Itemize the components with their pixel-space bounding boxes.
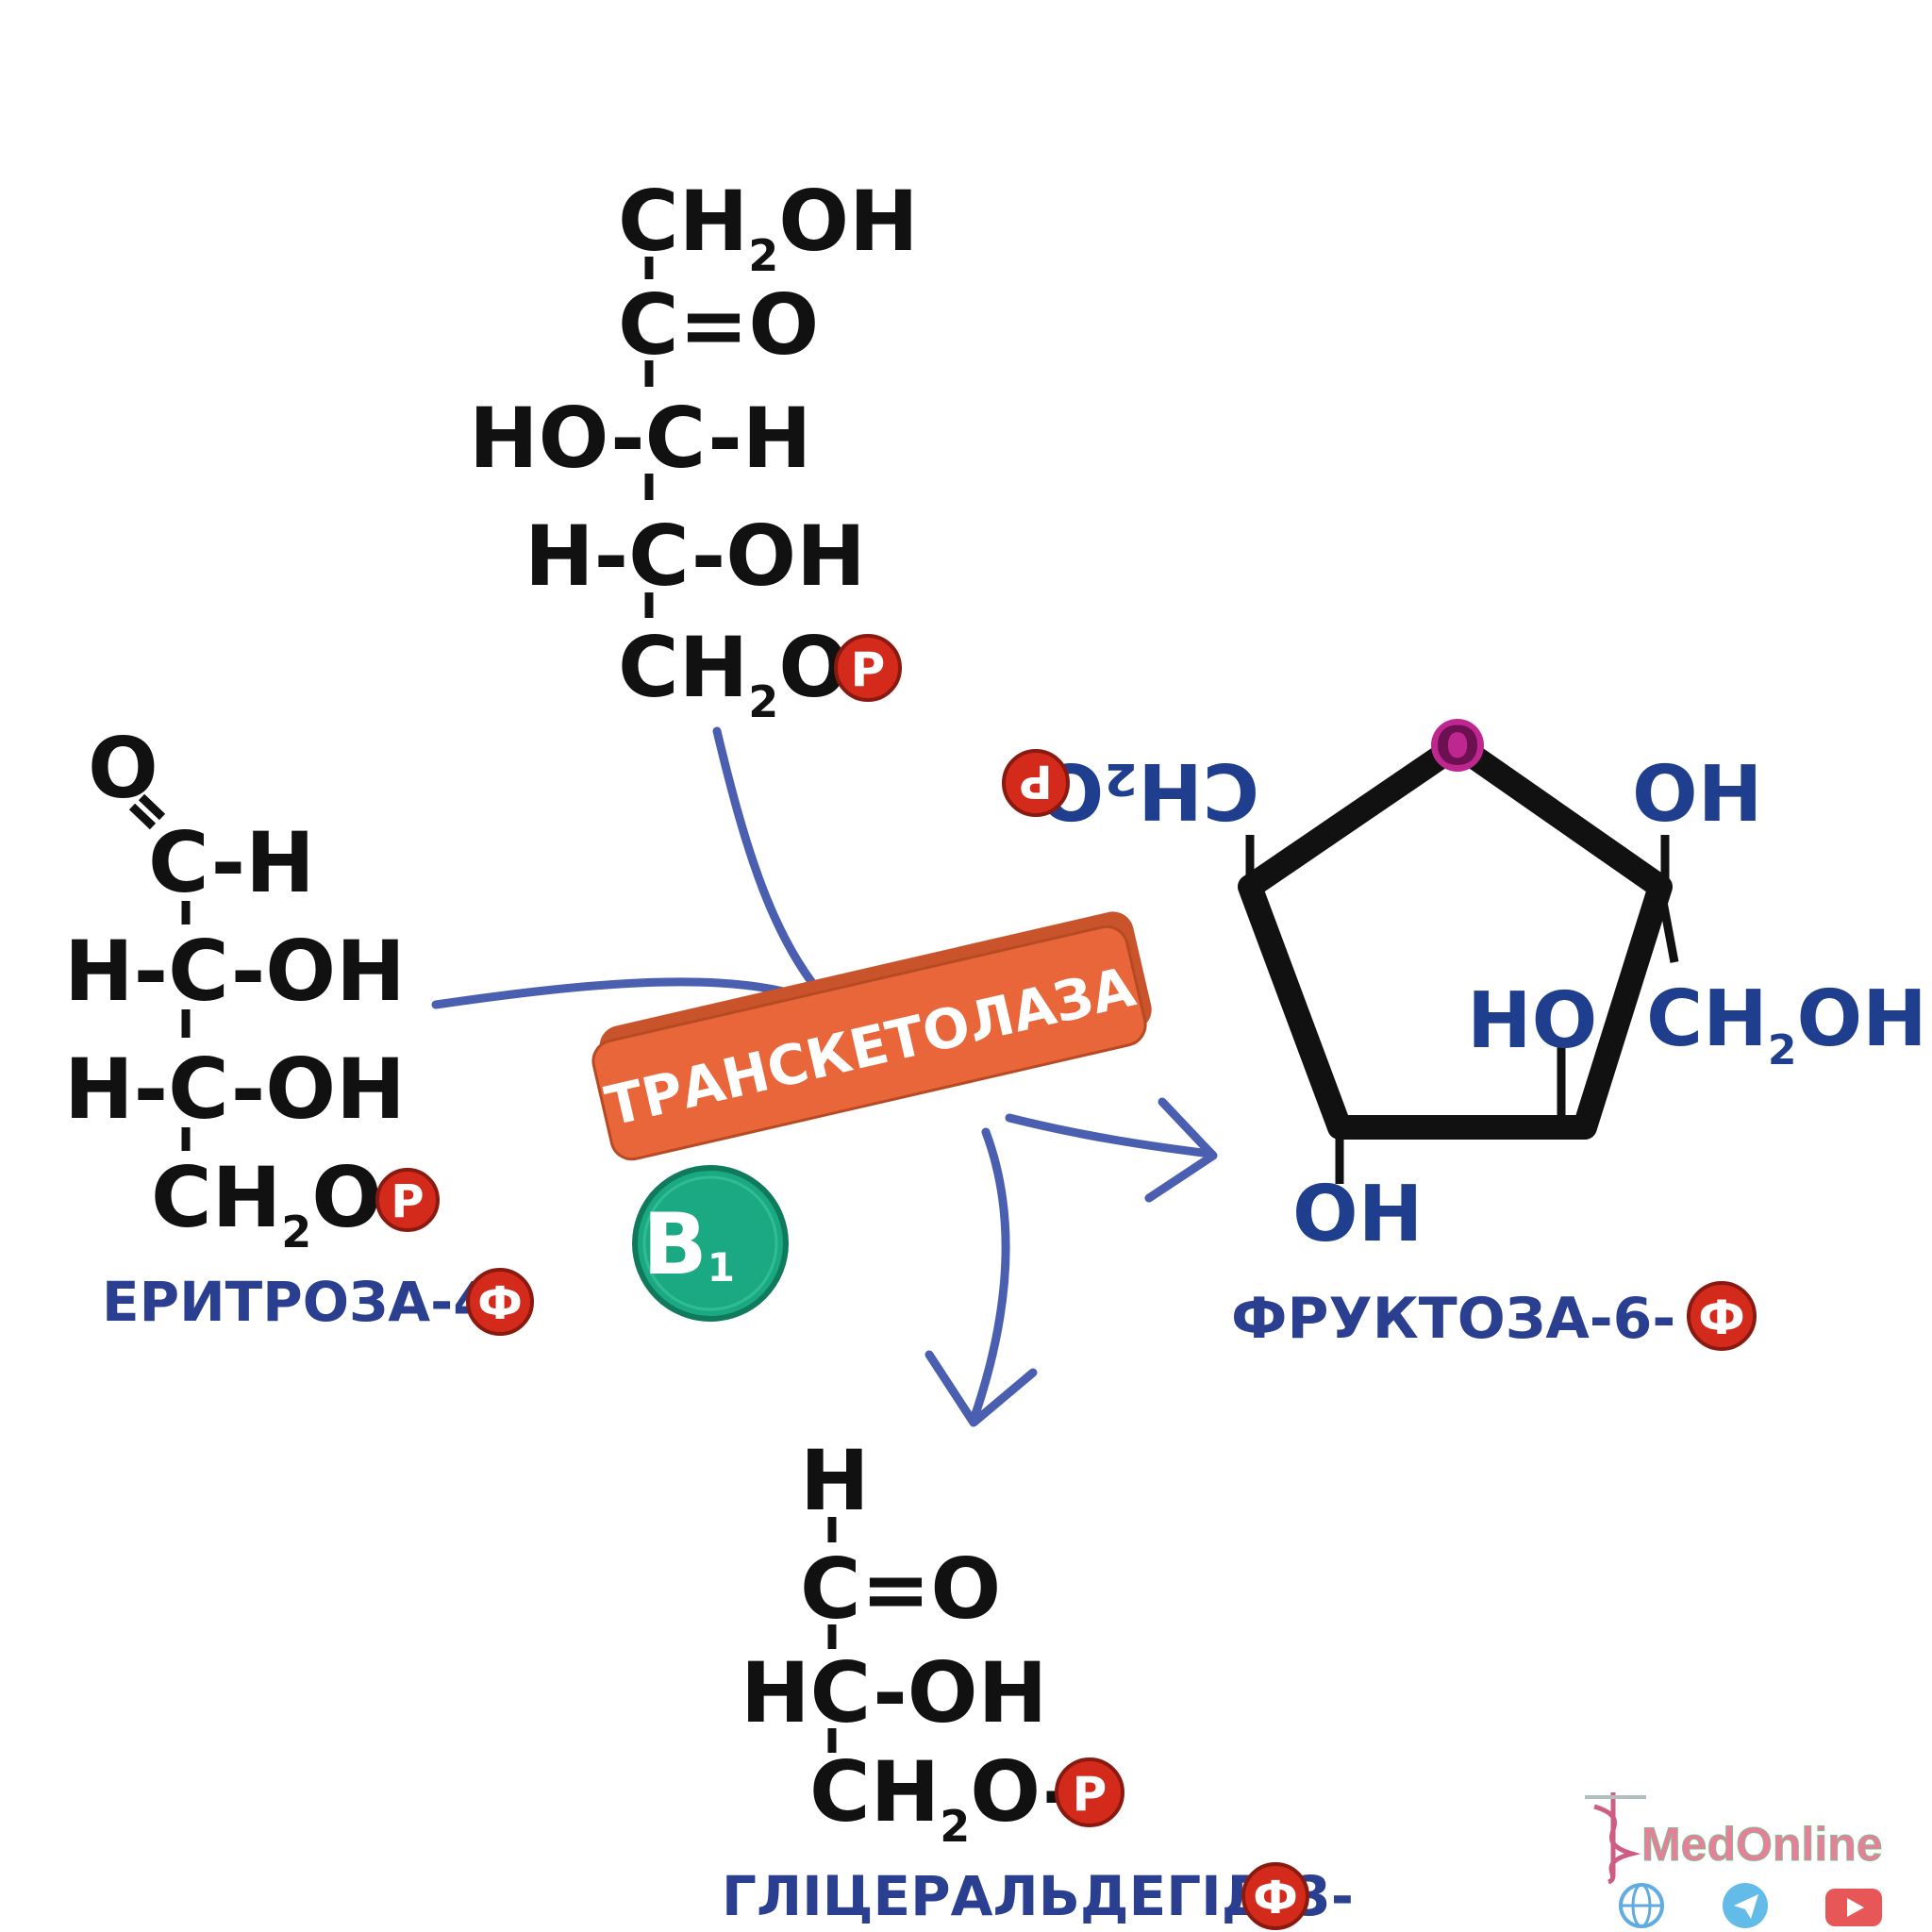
cofactor-letter: B	[642, 1195, 708, 1294]
furanose-ring	[1238, 733, 1673, 1140]
fructose-ch2oh-end: OH	[1796, 974, 1926, 1064]
globe-icon[interactable]	[1619, 1883, 1664, 1928]
ribulose-line4: H-C-OH	[525, 508, 866, 605]
cofactor-badge: B1	[632, 1165, 789, 1322]
fructose-p-label: P	[1019, 755, 1052, 808]
erythrose-double-bond	[128, 793, 166, 830]
arrow-to-fructose	[1005, 1113, 1208, 1158]
glyceraldehyde-line2: C=O	[800, 1541, 1001, 1638]
fructose-phi-label: Ф	[1698, 1291, 1745, 1345]
ribulose-p-label: P	[851, 642, 886, 697]
glyceraldehyde-line3: HC-OH	[741, 1644, 1047, 1741]
arrow-from-erythrose	[431, 977, 816, 1009]
erythrose-name: ЕРИТРОЗА-4-	[102, 1270, 514, 1334]
caduceus-icon	[1585, 1792, 1646, 1885]
erythrose-phi-label: Ф	[477, 1277, 523, 1330]
arrow-to-glyceraldehyde-head	[924, 1350, 1038, 1427]
erythrose-p-label: P	[391, 1175, 424, 1228]
svg-text:CH2OH: CH2OH	[618, 173, 919, 281]
ribulose-line2: C=O	[618, 276, 819, 374]
svg-text:CH2OH: CH2OH	[1646, 974, 1927, 1074]
ribulose-line5: CH	[618, 619, 748, 716]
glyceraldehyde-line4-sub: 2	[940, 1801, 970, 1852]
glyceraldehyde-phi-badge: Ф	[1241, 1862, 1309, 1930]
svg-text:B1: B1	[642, 1195, 735, 1294]
glyceraldehyde-line1: H	[800, 1432, 870, 1529]
erythrose-line4-sub: 2	[281, 1207, 311, 1257]
arrow-to-fructose-head	[1144, 1097, 1218, 1203]
svg-text:CH2O-: CH2O-	[809, 1743, 1076, 1852]
ribulose-structure: CH2OH C=O HO-C-H H-C-OH CH2O- P	[469, 173, 919, 727]
watermark: MedOnline	[1585, 1792, 1883, 1928]
fructose-oh-top-right: OH	[1632, 750, 1762, 840]
fructose-oh-bottom: OH	[1292, 1170, 1423, 1259]
erythrose-structure: O C-H H-C-OH H-C-OH CH2O- P ЕРИТРОЗА-4- …	[64, 720, 534, 1336]
glyceraldehyde-structure: H C=O HC-OH CH2O- P ГЛІЦЕРАЛЬДЕГІД-3- Ф	[722, 1432, 1354, 1930]
glyceraldehyde-phosphate: P	[1055, 1757, 1124, 1827]
telegram-icon[interactable]	[1723, 1883, 1768, 1928]
ribulose-line1-sub: 2	[748, 230, 778, 281]
glyceraldehyde-phi-label: Ф	[1253, 1872, 1298, 1924]
ribulose-line5-sub: 2	[748, 676, 778, 727]
fructose-structure: O CH₂O- P OH CH2OH HO OH ФРУКТОЗА-6- Ф	[1002, 716, 1927, 1352]
ribulose-line1: CH	[618, 173, 748, 270]
erythrose-phi-badge: Ф	[466, 1268, 534, 1336]
arrow-to-glyceraldehyde	[969, 1127, 1010, 1424]
glyceraldehyde-line4: CH	[809, 1743, 940, 1840]
fructose-name: ФРУКТОЗА-6-	[1231, 1286, 1675, 1352]
glyceraldehyde-p-label: P	[1073, 1767, 1108, 1822]
fructose-phi-badge: Ф	[1687, 1281, 1757, 1351]
ring-oxygen: O	[1435, 716, 1480, 777]
ribulose-phosphate: P	[834, 634, 902, 702]
fructose-ho-inner: HO	[1467, 976, 1597, 1066]
cofactor-sub: 1	[708, 1244, 735, 1291]
fructose-ch2oh-sub: 2	[1768, 1026, 1797, 1074]
erythrose-line3: H-C-OH	[64, 1041, 406, 1138]
watermark-brand: MedOnline	[1641, 1818, 1883, 1871]
fructose-phosphate-top: P	[1002, 749, 1070, 817]
ribulose-line3: HO-C-H	[469, 390, 811, 487]
erythrose-phosphate: P	[375, 1168, 440, 1232]
erythrose-line1: C-H	[148, 814, 315, 911]
ribulose-line1-end: OH	[778, 173, 918, 270]
erythrose-line4: CH	[151, 1149, 281, 1246]
fructose-ch2oh: CH	[1646, 974, 1768, 1064]
youtube-icon[interactable]	[1825, 1889, 1882, 1926]
arrow-from-ribulose	[712, 726, 835, 1009]
erythrose-line2: H-C-OH	[64, 923, 406, 1020]
enzyme-label: ТРАНСКЕТОЛАЗА	[591, 911, 1152, 1161]
fructose-bonds	[1245, 835, 1679, 1184]
reaction-arrows	[431, 726, 1218, 1427]
